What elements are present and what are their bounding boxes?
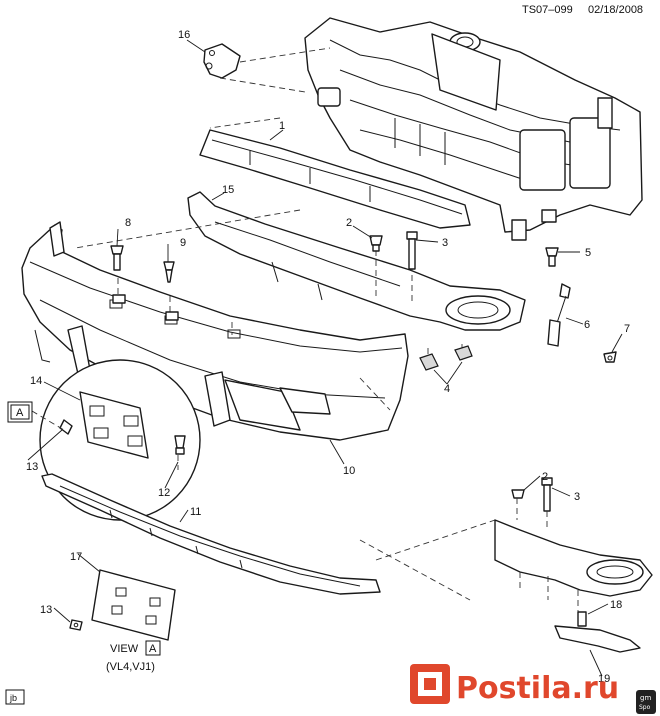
badge-top: gm xyxy=(640,694,651,702)
bolt-5 xyxy=(545,247,559,267)
callout-labels: 16 1 15 2 3 5 6 7 4 8 9 10 11 12 13 14 1… xyxy=(26,29,630,685)
view-caption: VIEW A (VL4,VJ1) xyxy=(106,640,161,673)
bracket-16 xyxy=(203,43,241,79)
energy-absorber-15 xyxy=(187,191,526,331)
callout-10: 10 xyxy=(343,465,355,477)
license-bracket-17 xyxy=(91,569,176,641)
callout-12: 12 xyxy=(158,487,170,499)
callout-13-lower: 13 xyxy=(40,604,52,616)
callout-7: 7 xyxy=(624,323,630,335)
callout-6: 6 xyxy=(584,319,590,331)
rod-6 xyxy=(547,283,571,347)
callout-3: 3 xyxy=(442,237,448,249)
callout-8: 8 xyxy=(125,217,131,229)
callout-14: 14 xyxy=(30,375,42,387)
callout-11: 11 xyxy=(190,506,201,518)
view-a-detail-circle xyxy=(39,359,201,521)
lower-valance-11 xyxy=(41,473,381,595)
doc-date: 02/18/2008 xyxy=(588,4,643,16)
service-badge: gm Spo xyxy=(636,690,656,714)
callout-17: 17 xyxy=(70,551,82,563)
bolt-7 xyxy=(603,351,617,363)
callout-9: 9 xyxy=(180,237,186,249)
badge-bottom: Spo xyxy=(639,704,651,711)
radiator-support-frame xyxy=(304,17,643,241)
initials-text: jb xyxy=(9,693,17,703)
doc-id: TS07–099 xyxy=(522,4,573,16)
view-title-marker: A xyxy=(149,643,157,655)
upper-impact-bar-1 xyxy=(199,129,471,229)
callout-2: 2 xyxy=(346,217,352,229)
bolt-3 xyxy=(406,231,418,270)
watermark-text: Postila.ru xyxy=(456,671,619,706)
callout-15: 15 xyxy=(222,184,234,196)
push-pin-9 xyxy=(163,261,179,321)
callout-16: 16 xyxy=(178,29,190,41)
watermark-logo: Postila.ru xyxy=(410,664,619,706)
bolt-2 xyxy=(369,235,383,252)
callout-19: 19 xyxy=(598,673,610,685)
screw-13-lower xyxy=(69,619,83,631)
callout-2-lower: 2 xyxy=(542,471,548,483)
footer-initials: jb xyxy=(5,689,25,705)
view-marker-letter: A xyxy=(16,407,24,419)
view-title: VIEW xyxy=(110,643,139,655)
view-marker: A xyxy=(7,401,33,423)
callout-5: 5 xyxy=(585,247,591,259)
callout-13: 13 xyxy=(26,461,38,473)
callout-3-lower: 3 xyxy=(574,491,580,503)
callout-4: 4 xyxy=(444,383,450,395)
tow-bracket-detail xyxy=(494,477,653,653)
callout-18: 18 xyxy=(610,599,622,611)
bolt-8 xyxy=(110,245,126,304)
callout-1: 1 xyxy=(279,120,285,132)
clip-4 xyxy=(419,345,473,371)
view-applies-to: (VL4,VJ1) xyxy=(106,661,155,673)
